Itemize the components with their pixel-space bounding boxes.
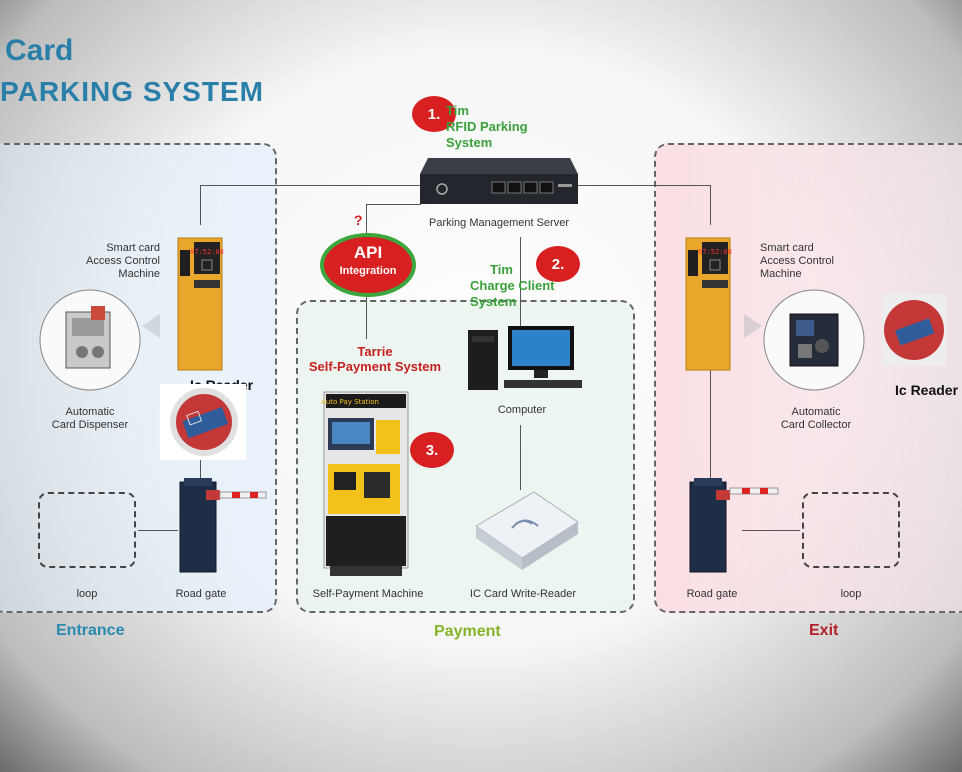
entrance-section-label: Entrance [56, 622, 125, 639]
computer-image [468, 326, 582, 390]
connector-exit-vertical [710, 185, 711, 225]
entrance-zone [0, 143, 277, 613]
card-dispenser-image [39, 289, 141, 391]
ic-card-write-reader-label: IC Card Write-Reader [469, 588, 577, 600]
payment-section-label: Payment [434, 623, 501, 640]
exit-ic-reader-image [882, 294, 946, 366]
entrance-ic-reader-image [160, 384, 246, 460]
api-integration-badge: API Integration [320, 233, 416, 297]
exit-ic-reader-label: Ic Reader [895, 382, 959, 398]
exit-loop [802, 492, 900, 568]
entrance-terminal-display: 07:52:08 [190, 248, 224, 256]
step-3-badge: 3. [410, 432, 454, 468]
connector-reader-gate [200, 455, 201, 480]
entrance-road-gate-label: Road gate [175, 588, 227, 600]
self-payment-machine-label: Self-Payment Machine [312, 588, 424, 600]
step-2-label: Tim Charge Client System [470, 262, 555, 309]
connector-api-top [366, 204, 367, 234]
entrance-loop [38, 492, 136, 568]
api-question-mark: ? [354, 212, 363, 228]
entrance-road-gate [179, 478, 267, 573]
step-1-badge: 1. [412, 96, 456, 132]
title-card: Card [5, 34, 74, 67]
connector-server-computer [520, 237, 521, 327]
connector-server-exit [578, 185, 711, 186]
kiosk-header-text: Auto Pay Station [321, 398, 379, 406]
step-2-badge: 2. [536, 246, 580, 282]
self-payment-kiosk: Auto Pay Station [321, 391, 409, 576]
card-dispenser-label: Automatic Card Dispenser [51, 406, 129, 431]
title-parking-system: PARKING SYSTEM [0, 76, 264, 107]
connector-entrance-vertical [200, 185, 201, 225]
connector-computer-reader [520, 425, 521, 490]
ic-card-write-reader-image [475, 491, 579, 570]
step-1-label: Tim RFID Parking System [446, 103, 528, 150]
connector-api-payment [366, 297, 367, 339]
computer-label: Computer [497, 404, 547, 416]
exit-road-gate [689, 478, 779, 573]
exit-terminal-display: 07:52:08 [698, 248, 732, 256]
entrance-callout-pointer [142, 314, 160, 338]
exit-access-terminal: 07:52:08 [685, 237, 732, 371]
exit-section-label: Exit [809, 622, 839, 639]
connector-exit-access-gate [710, 370, 711, 480]
self-payment-system-label: Tarrie Self-Payment System [308, 344, 442, 374]
card-collector-image [763, 289, 865, 391]
entrance-loop-label: loop [76, 588, 98, 600]
connector-gate-loop-exit [742, 530, 800, 531]
exit-loop-label: loop [840, 588, 862, 600]
connector-server-api [366, 204, 421, 205]
server-label: Parking Management Server [428, 217, 569, 229]
server-device [420, 158, 578, 204]
entrance-access-label: Smart card Access Control Machine [86, 242, 160, 280]
card-collector-label: Automatic Card Collector [780, 406, 852, 431]
connector-server-entrance [200, 185, 420, 186]
exit-callout-pointer [744, 314, 762, 338]
exit-road-gate-label: Road gate [686, 588, 738, 600]
entrance-access-terminal: 07:52:08 [177, 237, 224, 371]
exit-access-label: Smart card Access Control Machine [760, 242, 834, 280]
connector-loop-gate-entrance [138, 530, 178, 531]
